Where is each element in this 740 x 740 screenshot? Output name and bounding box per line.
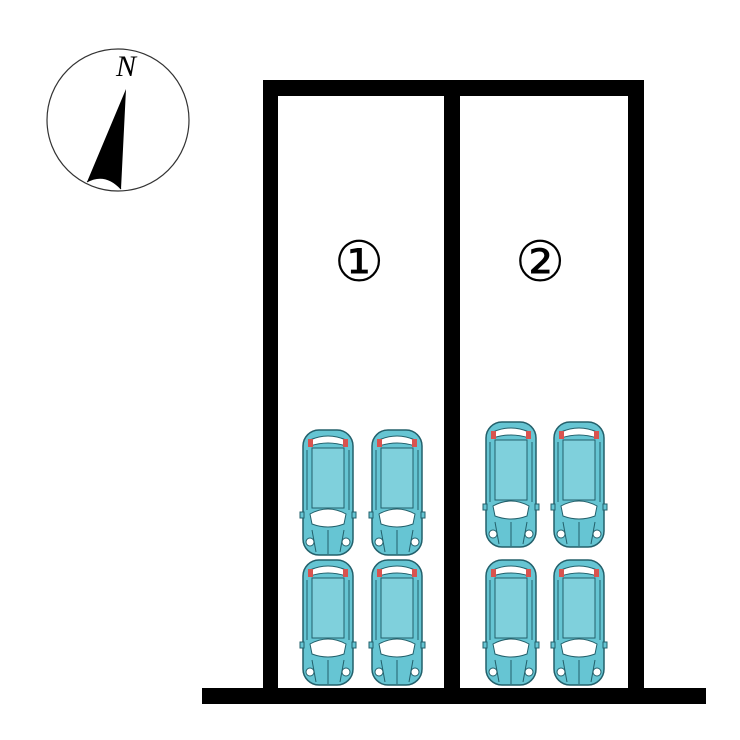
car — [482, 559, 540, 686]
lot-1-cars — [299, 429, 426, 686]
right-wall — [628, 80, 644, 696]
car — [550, 421, 608, 548]
car — [299, 559, 357, 686]
car — [368, 559, 426, 686]
lot-2-cars — [482, 421, 608, 686]
lot-2-label: ② — [515, 230, 566, 295]
lot-1-label: ① — [334, 230, 385, 295]
car — [550, 559, 608, 686]
car — [482, 421, 540, 548]
left-wall — [263, 80, 278, 696]
car — [299, 429, 357, 556]
car — [368, 429, 426, 556]
north-arrow-icon — [87, 89, 126, 189]
compass — [46, 48, 190, 192]
road-line — [202, 688, 706, 704]
compass-north-label: N — [116, 50, 137, 83]
building-walls — [202, 80, 706, 704]
divider-wall — [444, 80, 460, 696]
